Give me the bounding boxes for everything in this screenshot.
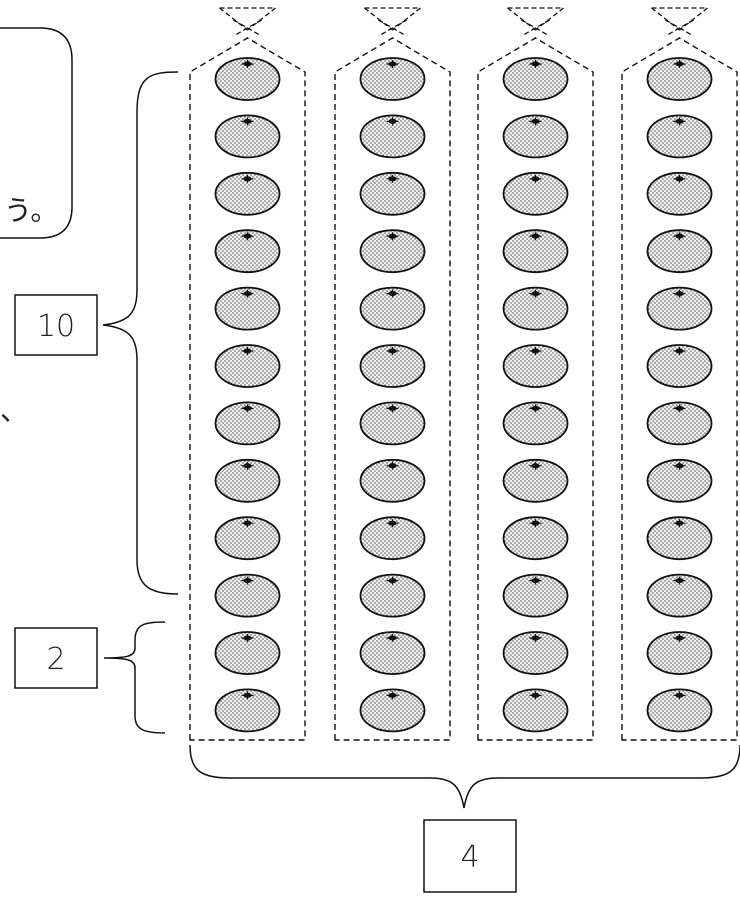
orange-icon: [648, 575, 712, 617]
orange-icon: [216, 288, 280, 330]
orange-icon: [504, 115, 568, 157]
orange-icon: [648, 115, 712, 157]
orange-icon: [216, 575, 280, 617]
orange-icon: [216, 632, 280, 674]
stray-mark: 、: [0, 394, 28, 427]
brace-two: [104, 622, 165, 733]
orange-icon: [216, 689, 280, 731]
orange-icon: [216, 402, 280, 444]
orange-icon: [504, 517, 568, 559]
label-ten: 10: [37, 309, 75, 344]
orange-icon: [361, 58, 425, 100]
group-tie: [652, 8, 708, 36]
group-tie: [220, 8, 276, 36]
orange-icon: [504, 402, 568, 444]
orange-icon: [648, 632, 712, 674]
orange-icon: [361, 689, 425, 731]
label-four: 4: [460, 840, 479, 875]
orange-group: [622, 8, 737, 740]
orange-icon: [648, 288, 712, 330]
orange-icon: [361, 632, 425, 674]
orange-icon: [216, 517, 280, 559]
orange-group: [478, 8, 593, 740]
orange-icon: [504, 689, 568, 731]
orange-group: [190, 8, 305, 740]
orange-icon: [361, 575, 425, 617]
orange-icon: [361, 288, 425, 330]
orange-icon: [216, 58, 280, 100]
orange-icon: [504, 632, 568, 674]
orange-icon: [504, 230, 568, 272]
orange-groups: [190, 8, 737, 740]
orange-icon: [216, 460, 280, 502]
label-two: 2: [46, 642, 65, 677]
orange-icon: [361, 402, 425, 444]
orange-icon: [216, 230, 280, 272]
orange-icon: [648, 689, 712, 731]
orange-icon: [504, 173, 568, 215]
orange-icon: [216, 115, 280, 157]
orange-icon: [216, 173, 280, 215]
group-tie: [365, 8, 421, 36]
orange-icon: [504, 575, 568, 617]
orange-icon: [648, 517, 712, 559]
orange-group: [335, 8, 450, 740]
orange-icon: [361, 460, 425, 502]
orange-icon: [504, 345, 568, 387]
orange-icon: [361, 230, 425, 272]
orange-icon: [216, 345, 280, 387]
brace-four: [190, 745, 740, 808]
orange-icon: [648, 460, 712, 502]
orange-icon: [648, 402, 712, 444]
orange-icon: [361, 173, 425, 215]
group-tie: [508, 8, 564, 36]
orange-icon: [648, 173, 712, 215]
orange-icon: [504, 460, 568, 502]
orange-icon: [504, 58, 568, 100]
orange-icon: [361, 517, 425, 559]
orange-icon: [648, 345, 712, 387]
orange-icon: [361, 115, 425, 157]
orange-icon: [361, 345, 425, 387]
orange-icon: [648, 58, 712, 100]
bubble-text: う。: [4, 194, 58, 227]
brace-ten: [103, 72, 178, 594]
orange-icon: [504, 288, 568, 330]
orange-icon: [648, 230, 712, 272]
